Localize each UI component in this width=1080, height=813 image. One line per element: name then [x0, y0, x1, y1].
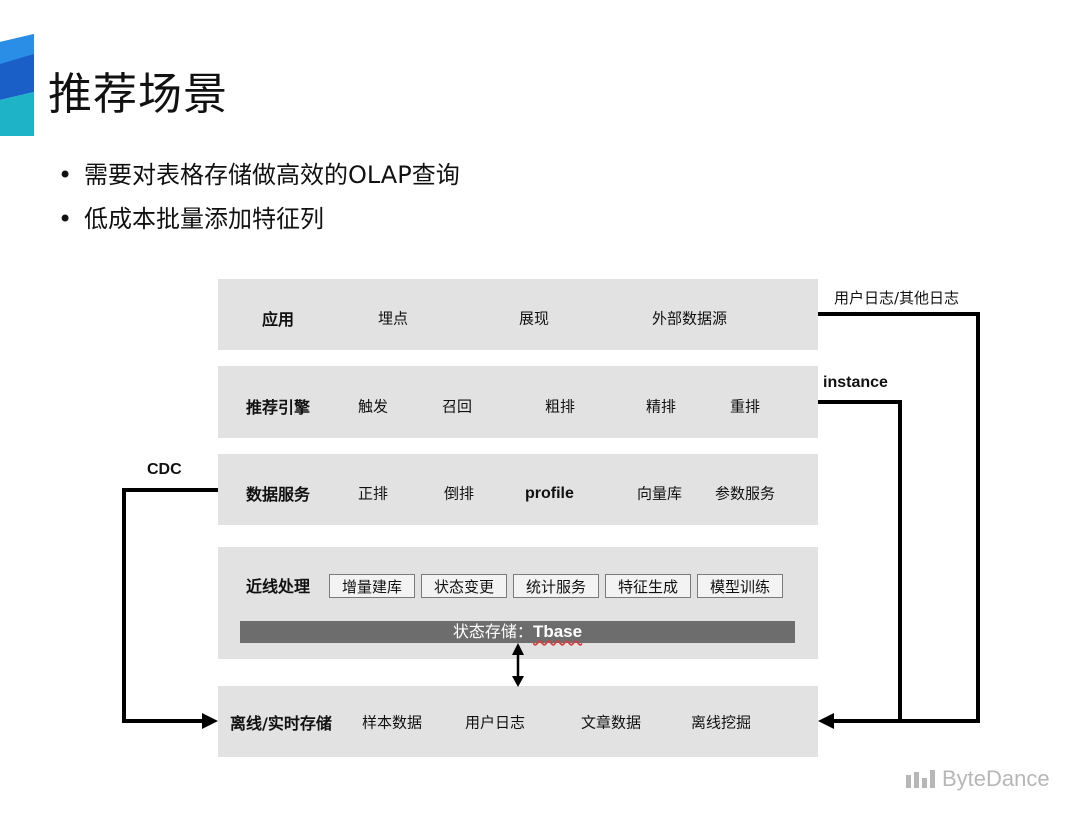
layer-item: 离线挖掘 [691, 713, 752, 732]
arrow-left-icon [818, 713, 834, 729]
layer-item: 外部数据源 [652, 309, 728, 328]
layer-item: 触发 [358, 397, 389, 416]
layer-item: 倒排 [444, 484, 475, 503]
layer-label: 离线/实时存储 [230, 714, 332, 733]
bullet-list: •需要对表格存储做高效的OLAP查询 •低成本批量添加特征列 [58, 162, 460, 250]
layer-storage: 离线/实时存储 样本数据 用户日志 文章数据 离线挖掘 [218, 686, 818, 757]
layer-item: 样本数据 [362, 713, 423, 732]
state-store-name: Tbase [532, 622, 583, 641]
state-store-prefix: 状态存储： [452, 622, 533, 641]
layer-item: 埋点 [378, 309, 409, 328]
corner-logo-icon [0, 34, 34, 136]
cdc-connector [122, 488, 218, 723]
layer-item: 展现 [519, 309, 550, 328]
arrow-down-icon [512, 676, 524, 687]
slide-title: 推荐场景 [48, 69, 228, 120]
bullet-text: 需要对表格存储做高效的OLAP查询 [84, 161, 460, 189]
bullet-text: 低成本批量添加特征列 [84, 205, 324, 233]
bidirectional-connector [512, 643, 524, 687]
brand-name: ByteDance [942, 766, 1050, 791]
layer-item: 精排 [646, 397, 677, 416]
bytedance-bars-icon [906, 770, 935, 788]
cdc-label: CDC [147, 461, 182, 478]
arrow-up-icon [512, 643, 524, 655]
layer-application: 应用 埋点 展现 外部数据源 [218, 279, 818, 350]
nearline-chip: 状态变更 [421, 574, 507, 598]
bullet-item: •低成本批量添加特征列 [58, 205, 324, 233]
instance-label: instance [823, 374, 888, 391]
layer-recommendation-engine: 推荐引擎 触发 召回 粗排 精排 重排 [218, 366, 818, 438]
instance-connector [818, 400, 902, 723]
layer-item: profile [525, 485, 574, 502]
nearline-chip: 增量建库 [329, 574, 415, 598]
layer-data-service: 数据服务 正排 倒排 profile 向量库 参数服务 [218, 454, 818, 525]
layer-item: 文章数据 [581, 713, 642, 732]
layer-item: 重排 [730, 397, 761, 416]
state-store-bar: 状态存储：Tbase [240, 621, 795, 643]
bytedance-logo: ByteDance [906, 766, 1050, 792]
nearline-chip: 模型训练 [697, 574, 783, 598]
layer-label: 近线处理 [246, 577, 311, 596]
layer-label: 数据服务 [246, 485, 311, 504]
layer-item: 参数服务 [715, 484, 776, 503]
layer-item: 向量库 [637, 484, 683, 503]
arrow-right-icon [202, 713, 218, 729]
user-logs-label: 用户日志/其他日志 [834, 289, 960, 307]
nearline-chip: 统计服务 [513, 574, 599, 598]
nearline-chip: 特征生成 [605, 574, 691, 598]
layer-item: 正排 [358, 484, 389, 503]
user-logs-connector [818, 312, 980, 723]
layer-item: 用户日志 [465, 713, 526, 732]
layer-label: 推荐引擎 [246, 398, 311, 417]
layer-item: 召回 [442, 397, 473, 416]
bullet-item: •需要对表格存储做高效的OLAP查询 [58, 161, 460, 189]
layer-item: 粗排 [545, 397, 576, 416]
layer-label: 应用 [262, 310, 295, 329]
